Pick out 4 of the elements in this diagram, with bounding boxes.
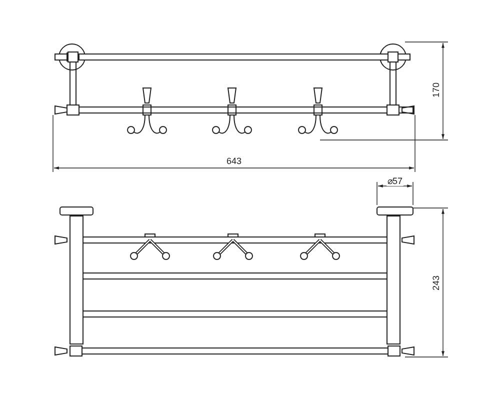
dimension-value: 643: [225, 156, 243, 166]
dimension-value: ⌀57: [386, 176, 404, 186]
dimension-value: 243: [431, 274, 441, 292]
dimension-value: 170: [431, 81, 441, 99]
